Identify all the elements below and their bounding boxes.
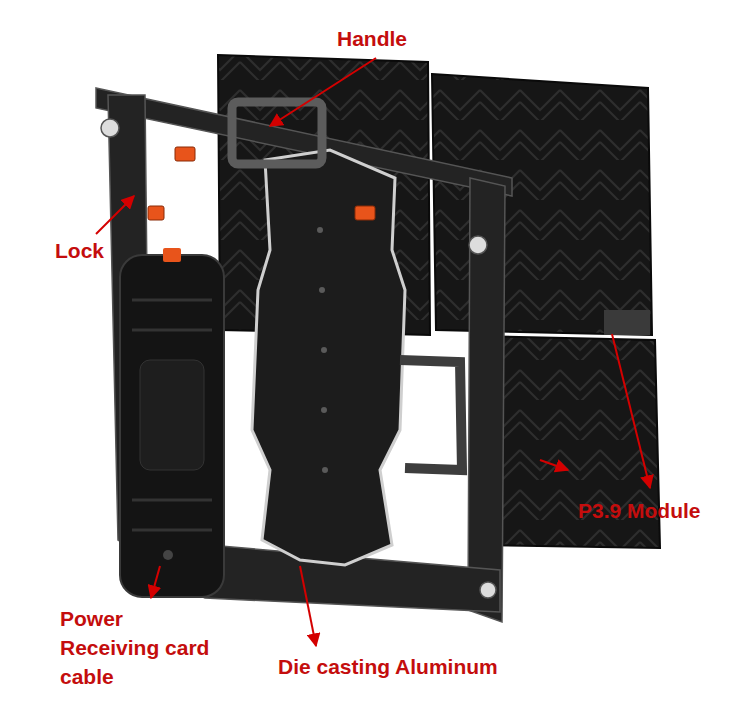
part-label: P3.9 Module bbox=[578, 496, 701, 525]
handle bbox=[232, 102, 322, 164]
lock bbox=[148, 147, 375, 220]
plate-holes bbox=[317, 227, 328, 473]
part-label: Handle bbox=[337, 24, 407, 53]
die-cast-frame bbox=[96, 88, 512, 622]
centre-plate bbox=[252, 150, 405, 565]
leader-arrow bbox=[96, 58, 650, 646]
power-box bbox=[120, 248, 224, 597]
part-label: Lock bbox=[55, 236, 104, 265]
part-label: Power Receiving card cable bbox=[60, 604, 215, 691]
part-label: Die casting Aluminum bbox=[278, 652, 498, 681]
side-handle bbox=[400, 360, 462, 470]
